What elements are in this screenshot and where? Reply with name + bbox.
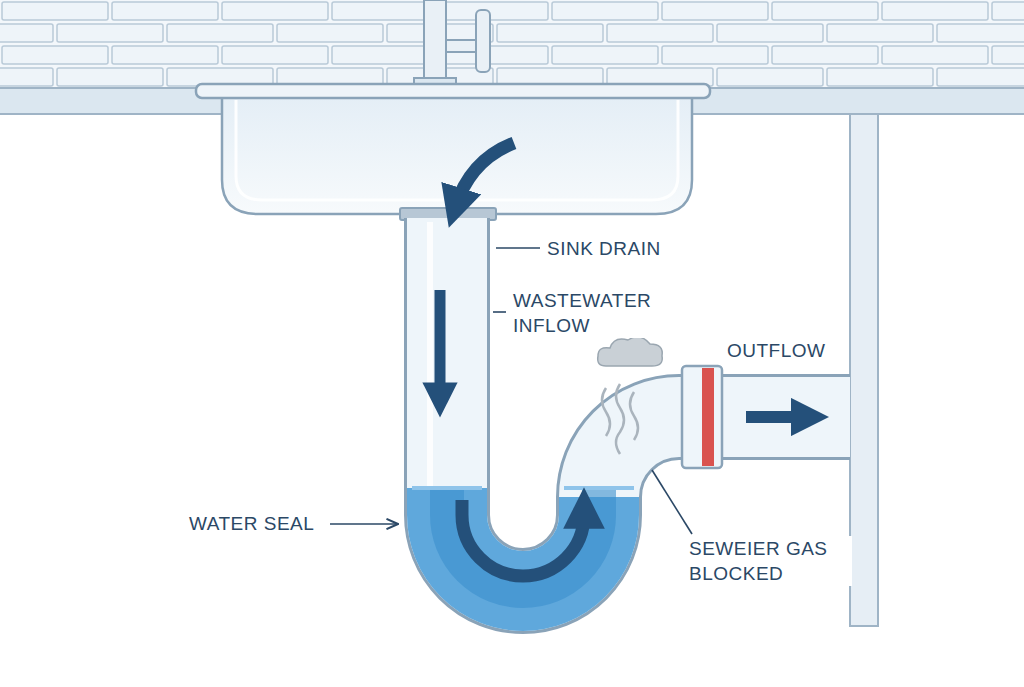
sewer-gas [598, 337, 663, 454]
leader-line [652, 470, 692, 534]
part-label: SINK DRAIN [544, 236, 664, 261]
flow-arrow [462, 500, 584, 576]
part-label: WATER SEAL [186, 511, 317, 536]
leader-line [496, 247, 540, 249]
pipe-coupling [682, 366, 722, 468]
water-surface [412, 486, 634, 490]
wall [850, 114, 878, 626]
inflow-arrow [435, 290, 446, 400]
inflow-arrow [455, 143, 514, 208]
leader-lines [330, 248, 692, 534]
faucet [414, 0, 490, 88]
outflow-arrow [746, 411, 810, 423]
flow-label: WASTEWATER INFLOW [510, 288, 666, 338]
sink-basin [196, 84, 710, 220]
note-label: SEWEIER GAS BLOCKED [686, 536, 852, 586]
leader-line [493, 311, 506, 313]
water-seal [447, 488, 599, 591]
tile-wall [0, 0, 1024, 90]
flow-label: OUTFLOW [724, 338, 829, 363]
leader-line [330, 523, 398, 525]
